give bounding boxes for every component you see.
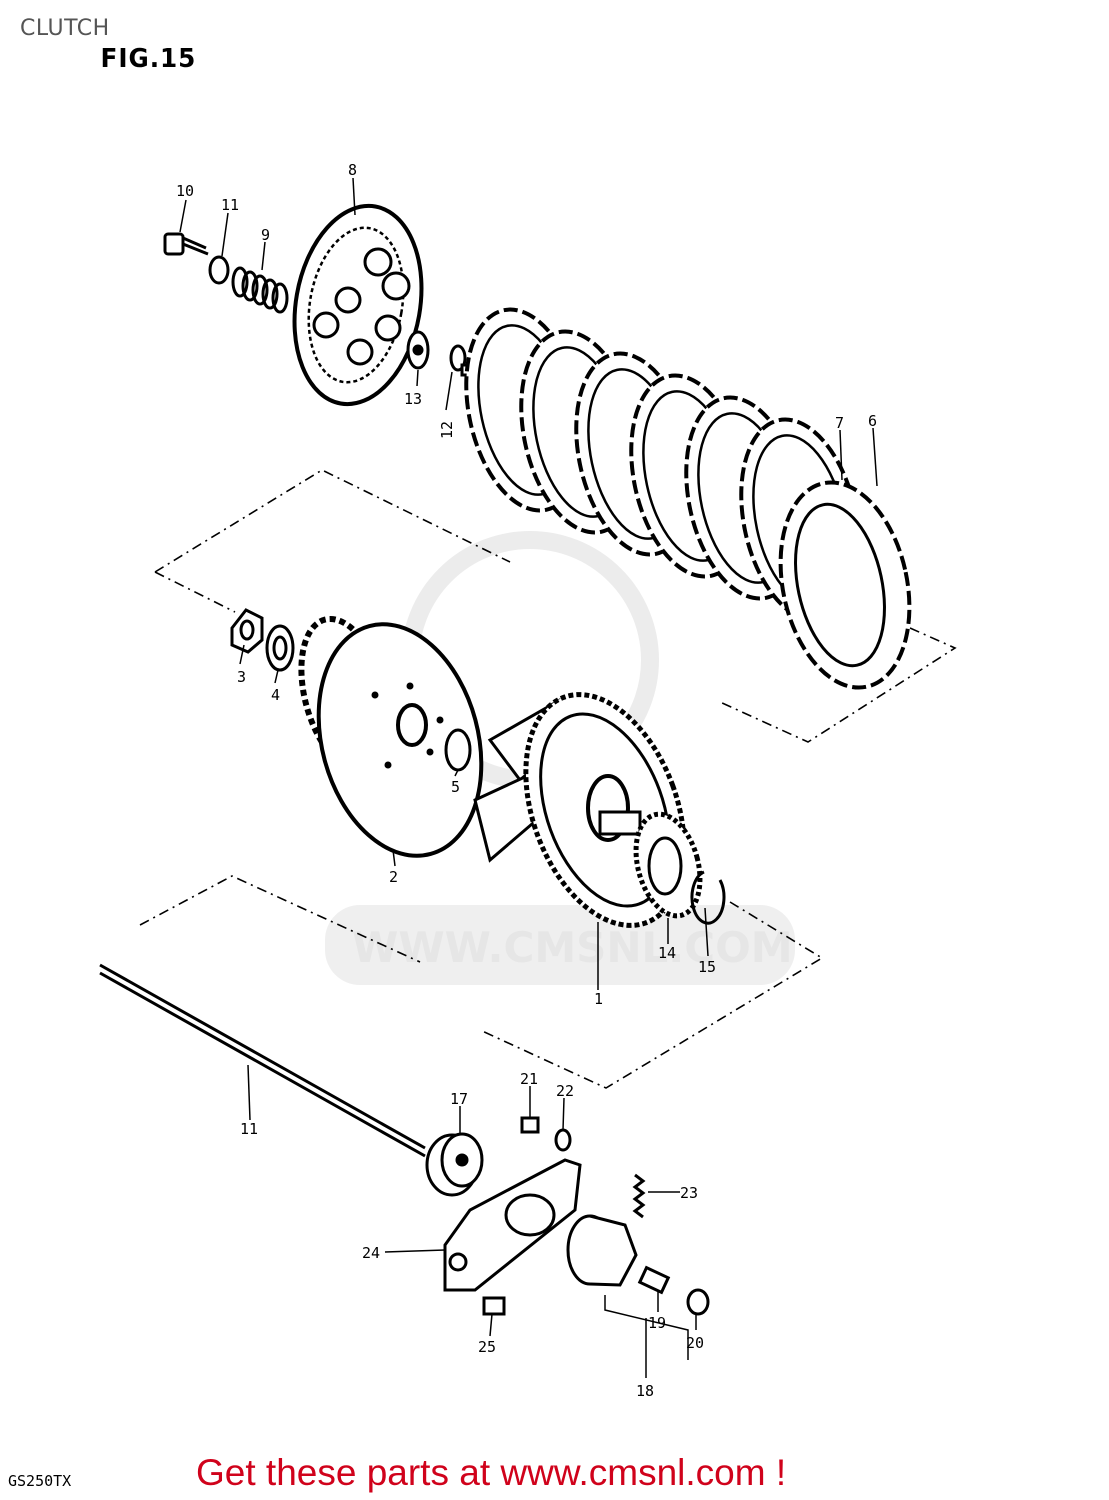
part-24-gasket-hole	[504, 1193, 556, 1237]
figure-label: FIG.15	[100, 44, 197, 74]
callout-5: 5	[451, 778, 460, 796]
part-push-rod	[99, 963, 426, 1158]
part-4-lock-washer	[265, 624, 295, 672]
callout-11b: 11	[240, 1120, 258, 1138]
part-22-washer	[554, 1128, 572, 1152]
leader-lines	[179, 177, 878, 1378]
callout-22: 22	[556, 1082, 574, 1100]
parts-6-7-clutch-plates	[464, 307, 912, 690]
part-15-circlip	[690, 870, 726, 925]
callout-6: 6	[868, 412, 877, 430]
part-14-gear-bore	[647, 836, 683, 896]
callout-23: 23	[680, 1184, 698, 1202]
part-3-nut	[230, 608, 264, 654]
part-25-screw	[482, 1296, 506, 1316]
part-19-adjusting-screw	[637, 1265, 671, 1295]
part-24-bolt-hole	[448, 1252, 468, 1272]
part-20-nut	[686, 1288, 710, 1316]
part-23-spring	[632, 1173, 646, 1219]
callout-4: 4	[271, 686, 280, 704]
callout-7: 7	[835, 414, 844, 432]
callout-20: 20	[686, 1334, 704, 1352]
section-title: CLUTCH	[20, 16, 110, 41]
callout-10: 10	[176, 182, 194, 200]
part-9-spring	[231, 266, 289, 314]
part-17-oil-seal	[425, 1132, 484, 1197]
part-18-release-cam	[566, 1214, 638, 1287]
callout-13: 13	[404, 390, 422, 408]
callout-1: 1	[594, 990, 603, 1008]
model-code: GS250TX	[8, 1472, 72, 1490]
assembly-guides	[139, 469, 957, 1089]
part-2-clutch-hub	[298, 615, 484, 858]
part-11-washer	[208, 255, 230, 285]
callout-19: 19	[648, 1314, 666, 1332]
part-8-pressure-plate	[292, 203, 424, 407]
callout-17: 17	[450, 1090, 468, 1108]
part-21-screw	[520, 1116, 540, 1134]
callout-8: 8	[348, 161, 357, 179]
callout-15: 15	[698, 958, 716, 976]
callout-labels: 10 11 9 8 13 12 7 6 3 4 5 2 1 14 15 11 1…	[176, 161, 877, 1400]
callout-24: 24	[362, 1244, 380, 1262]
callout-2: 2	[389, 868, 398, 886]
part-5-thrust-washer	[444, 728, 472, 772]
part-10-bolt	[163, 232, 209, 256]
watermark-text: WWW.CMSNL.COM	[352, 923, 793, 972]
callout-9: 9	[261, 226, 270, 244]
callout-18: 18	[636, 1382, 654, 1400]
callout-25: 25	[478, 1338, 496, 1356]
callout-21: 21	[520, 1070, 538, 1088]
part-13-bearing	[406, 330, 430, 370]
callout-12: 12	[438, 421, 456, 439]
callout-14: 14	[658, 944, 676, 962]
callout-3: 3	[237, 668, 246, 686]
get-parts-link[interactable]: Get these parts at www.cmsnl.com !	[196, 1452, 787, 1493]
callout-11: 11	[221, 196, 239, 214]
